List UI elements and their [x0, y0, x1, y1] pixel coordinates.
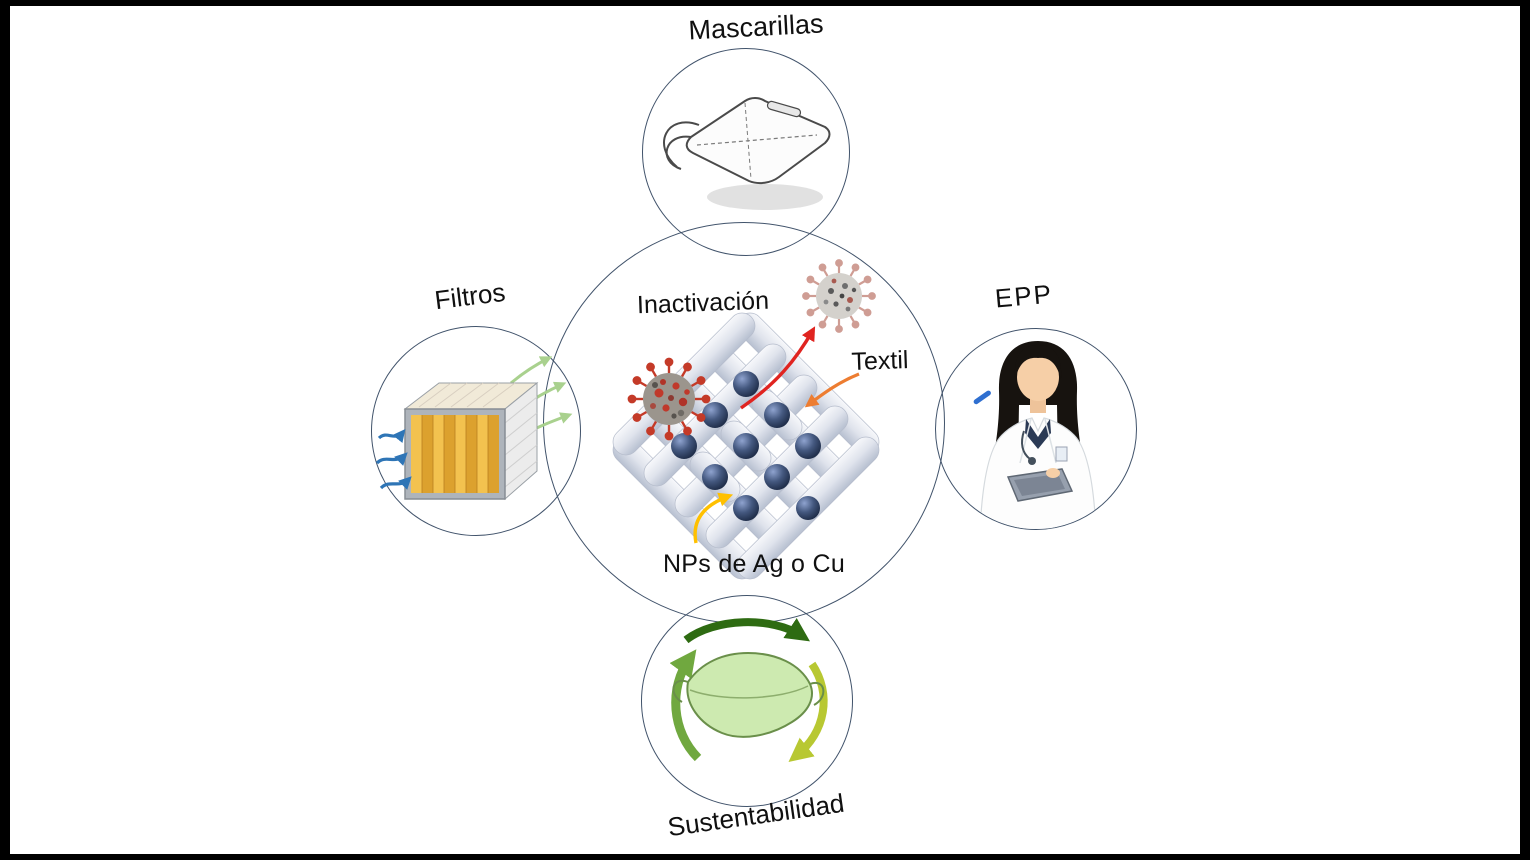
airflow-in-arrows: [375, 429, 412, 490]
worker-shirt: [1025, 419, 1051, 449]
mask-strap: [672, 679, 689, 703]
inactivation-arrow-red: [740, 326, 816, 410]
mask-nose-clip: [766, 100, 802, 118]
filtros-circle: [371, 326, 581, 536]
sustentabilidad-circle: [641, 595, 853, 807]
healthcare-worker-illustration: [973, 341, 1097, 529]
face-mask-illustration: [663, 97, 831, 210]
stethoscope-icon: [1021, 430, 1031, 460]
green-mask: [672, 651, 825, 738]
mascarillas-circle: [642, 48, 850, 256]
nps-arrow-yellow: [693, 492, 734, 544]
epp-circle: [935, 328, 1137, 530]
worker-face: [1017, 353, 1059, 401]
mask-fold-line: [696, 134, 818, 146]
inactivated-virus-icon: [802, 259, 876, 333]
mask-strap: [809, 681, 825, 706]
air-filter-illustration: [375, 356, 573, 501]
mask-fold-line: [744, 102, 752, 180]
mask-shadow: [707, 184, 823, 210]
filter-box: [403, 381, 539, 501]
nanoparticles: [671, 371, 821, 521]
central-circle: Inactivación Textil NPs de Ag o Cu: [543, 222, 945, 624]
worker-hand: [1046, 468, 1060, 478]
label-inactivacion: Inactivación: [636, 286, 770, 320]
worker-fringe: [1014, 345, 1062, 379]
coat-lapels: [1019, 418, 1057, 464]
mask-fold-line: [689, 685, 809, 699]
label-nanoparticles: NPs de Ag o Cu: [662, 550, 846, 578]
worker-figure: [973, 341, 1097, 529]
tablet-screen: [1014, 474, 1065, 496]
mask-body: [685, 97, 831, 185]
pen-icon: [973, 390, 991, 405]
label-textil: Textil: [851, 346, 909, 376]
mask-strap: [663, 121, 700, 168]
textile-weave-with-nanoparticles-illustration: [612, 259, 880, 580]
id-badge: [1055, 446, 1068, 462]
recycle-arrows: [669, 618, 828, 763]
recyclable-mask-illustration: [669, 618, 828, 763]
stethoscope-chestpiece: [1028, 457, 1036, 465]
coronavirus-icon: [627, 357, 711, 441]
textil-arrow-orange: [804, 372, 860, 408]
